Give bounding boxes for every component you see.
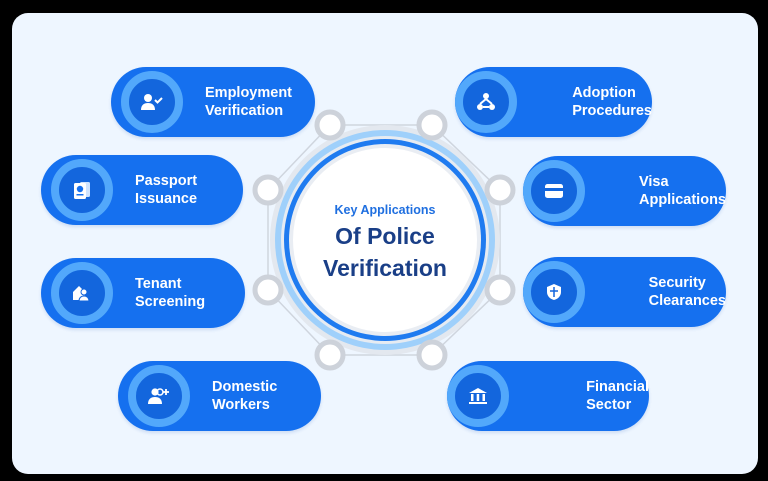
item-label: Employment xyxy=(205,85,293,101)
hub-title: Key Applications Of Police Verification xyxy=(316,170,454,281)
item-label: Domestic xyxy=(212,379,278,395)
home-user-icon xyxy=(51,262,113,324)
item-label: Applications xyxy=(638,192,726,208)
hub-heading-line1: Of Police xyxy=(335,223,435,249)
item-label: Visa xyxy=(638,174,669,190)
item-label: Issuance xyxy=(135,191,198,207)
passport-icon xyxy=(51,159,113,221)
item-label: Workers xyxy=(212,397,270,413)
item-label: Financial xyxy=(586,379,649,395)
hub-subtitle: Key Applications xyxy=(334,203,436,217)
item-label: Clearances xyxy=(648,293,726,309)
user-check-icon xyxy=(121,71,183,133)
users-plus-icon xyxy=(128,365,190,427)
item-label: Verification xyxy=(205,103,284,119)
item-label: Adoption xyxy=(572,85,636,101)
shield-icon xyxy=(523,261,585,323)
card-icon xyxy=(523,160,585,222)
item-label: Passport xyxy=(135,173,198,189)
family-network-icon xyxy=(455,71,517,133)
item-label: Sector xyxy=(586,397,632,413)
item-label: Screening xyxy=(135,294,206,310)
bank-icon xyxy=(447,365,509,427)
hub-heading-line2: Verification xyxy=(323,255,447,281)
item-label: Security xyxy=(648,275,706,291)
item-label: Tenant xyxy=(135,276,182,292)
item-label: Procedures xyxy=(572,103,652,119)
